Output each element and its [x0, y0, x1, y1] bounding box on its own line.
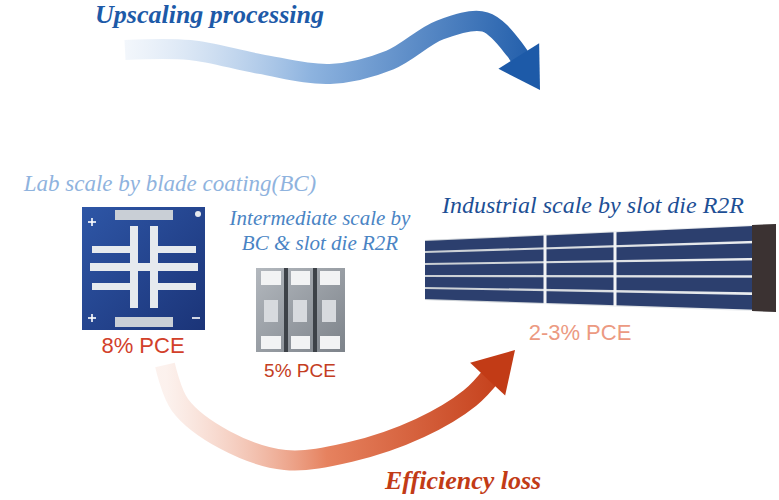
industrial-module-photo — [425, 224, 776, 312]
efficiency-value: 5% PCE — [264, 358, 336, 384]
scale-caption: Intermediate scale by BC & slot die R2R — [222, 206, 418, 256]
arrow-label: Efficiency loss — [385, 466, 541, 496]
flow-arrow — [125, 21, 540, 90]
flow-arrow — [165, 350, 515, 460]
substrate — [82, 207, 205, 330]
polarity-marks — [88, 218, 200, 322]
scale-panel: Industrial scale by slot die R2R 2-3% PCE — [405, 90, 775, 350]
arrow-label: Upscaling processing — [95, 0, 324, 30]
scale-caption: Industrial scale by slot die R2R — [442, 190, 744, 220]
efficiency-value: 8% PCE — [101, 333, 184, 359]
label-anchor: Efficiency loss — [385, 466, 541, 496]
dark-strips — [284, 268, 317, 352]
label-anchor: Upscaling processing — [95, 0, 324, 30]
scale-caption: Lab scale by blade coating(BC) — [24, 170, 317, 198]
cell-stripes — [425, 225, 776, 310]
electrodes — [90, 210, 201, 327]
lab-device-photo — [82, 207, 205, 330]
seams — [545, 231, 615, 306]
foil — [425, 224, 776, 312]
efficiency-value: 2-3% PCE — [529, 320, 632, 346]
substrate — [256, 268, 345, 352]
intermediate-device-photo — [256, 268, 345, 352]
arrow-head — [470, 350, 515, 396]
scale-panel: Intermediate scale by BC & slot die R2R 5… — [222, 200, 426, 388]
module-end — [752, 224, 776, 312]
electrodes — [261, 271, 340, 349]
arrow-head — [498, 43, 540, 90]
